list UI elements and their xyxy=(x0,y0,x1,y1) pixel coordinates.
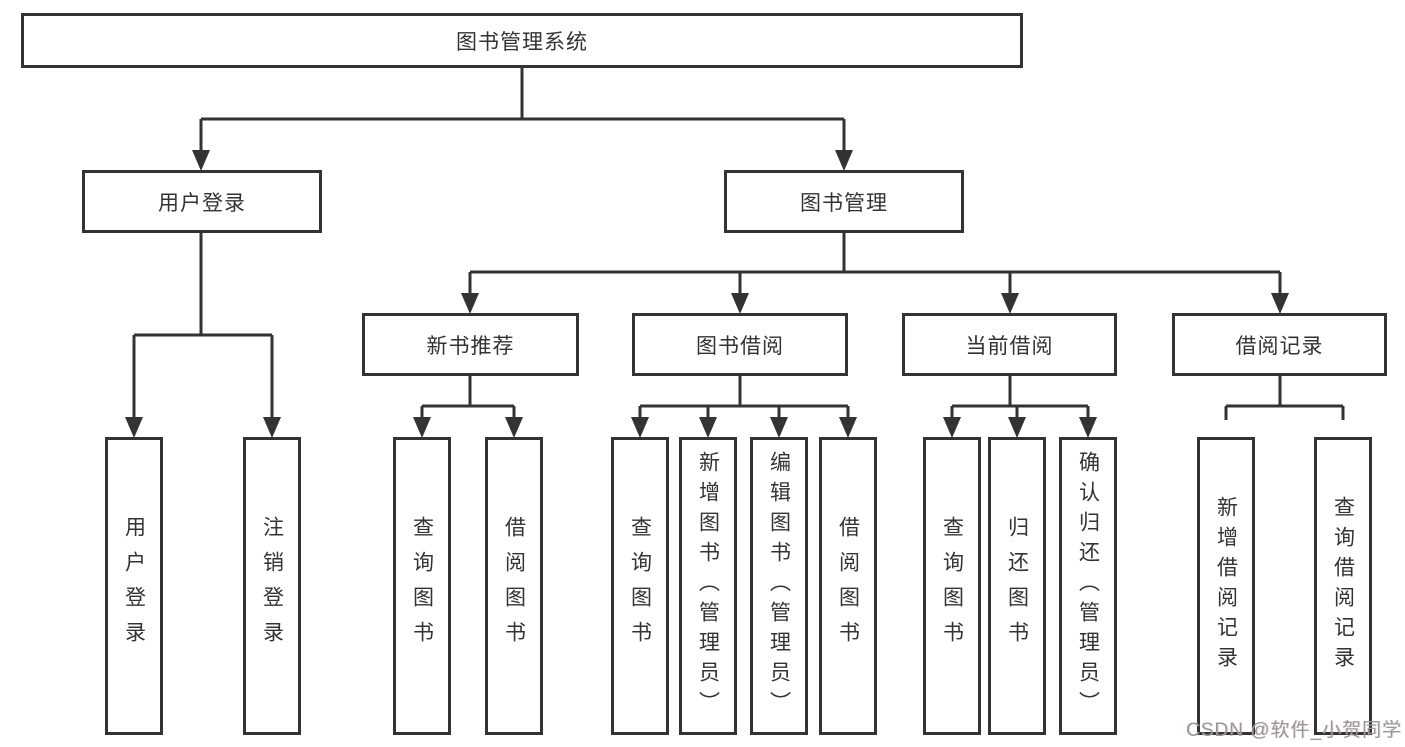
node-book-borrowing: 图书借阅 xyxy=(632,313,848,376)
leaf-return-books: 归还图书 xyxy=(988,437,1046,735)
leaf-label: 用户登录 xyxy=(122,516,146,656)
leaf-add-borrow-record: 新增借阅记录 xyxy=(1197,437,1255,735)
csdn-watermark: CSDN @软件_小贺同学 xyxy=(1186,720,1402,741)
leaf-label: 查询借阅记录 xyxy=(1331,496,1355,676)
leaf-confirm-return-admin: 确认归还（管理员） xyxy=(1059,437,1117,735)
node-label: 图书管理 xyxy=(800,191,888,215)
node-label: 图书管理系统 xyxy=(456,30,588,54)
connector-current-to-leaves xyxy=(950,376,1090,420)
leaf-user-login: 用户登录 xyxy=(105,437,163,735)
leaf-label: 归还图书 xyxy=(1005,516,1029,656)
node-label: 图书借阅 xyxy=(696,334,784,358)
node-new-book-recommend: 新书推荐 xyxy=(362,313,579,376)
leaf-label: 编辑图书（管理员） xyxy=(767,451,791,721)
node-book-management: 图书管理 xyxy=(724,170,964,233)
leaf-borrow-books-borrowing: 借阅图书 xyxy=(819,437,877,735)
leaf-label: 新增借阅记录 xyxy=(1214,496,1238,676)
node-library-management-system: 图书管理系统 xyxy=(21,13,1023,68)
leaf-edit-books-admin: 编辑图书（管理员） xyxy=(750,437,808,735)
leaf-logout: 注销登录 xyxy=(243,437,301,735)
arrowheads xyxy=(125,150,1289,438)
leaf-query-books-current: 查询图书 xyxy=(923,437,981,735)
connector-bookmgmt-to-level3 xyxy=(468,233,1282,297)
connector-userlogin-to-leaves xyxy=(132,233,274,420)
node-label: 借阅记录 xyxy=(1235,334,1324,358)
leaf-label: 查询图书 xyxy=(410,516,434,656)
leaf-query-books-recommend: 查询图书 xyxy=(393,437,451,735)
leaf-label: 查询图书 xyxy=(940,516,964,656)
node-label: 用户登录 xyxy=(158,191,246,215)
leaf-add-books-admin: 新增图书（管理员） xyxy=(679,437,737,735)
leaf-label: 注销登录 xyxy=(260,516,284,656)
leaf-label: 新增图书（管理员） xyxy=(696,451,720,721)
node-user-login: 用户登录 xyxy=(82,170,322,233)
node-label: 当前借阅 xyxy=(965,334,1054,358)
leaf-borrow-books-recommend: 借阅图书 xyxy=(485,437,543,735)
node-label: 新书推荐 xyxy=(426,334,515,358)
connector-root-to-level2 xyxy=(199,68,846,155)
connector-borrow-to-leaves xyxy=(638,376,850,420)
leaf-query-books-borrowing: 查询图书 xyxy=(611,437,669,735)
leaf-label: 确认归还（管理员） xyxy=(1076,451,1100,721)
node-current-borrowing: 当前借阅 xyxy=(902,313,1117,376)
leaf-query-borrow-record: 查询借阅记录 xyxy=(1314,437,1372,735)
connector-newrec-to-leaves xyxy=(420,376,516,420)
connector-records-to-leaves xyxy=(1224,376,1345,420)
node-borrow-records: 借阅记录 xyxy=(1172,313,1387,376)
leaf-label: 查询图书 xyxy=(628,516,652,656)
leaf-label: 借阅图书 xyxy=(836,516,860,656)
leaf-label: 借阅图书 xyxy=(502,516,526,656)
